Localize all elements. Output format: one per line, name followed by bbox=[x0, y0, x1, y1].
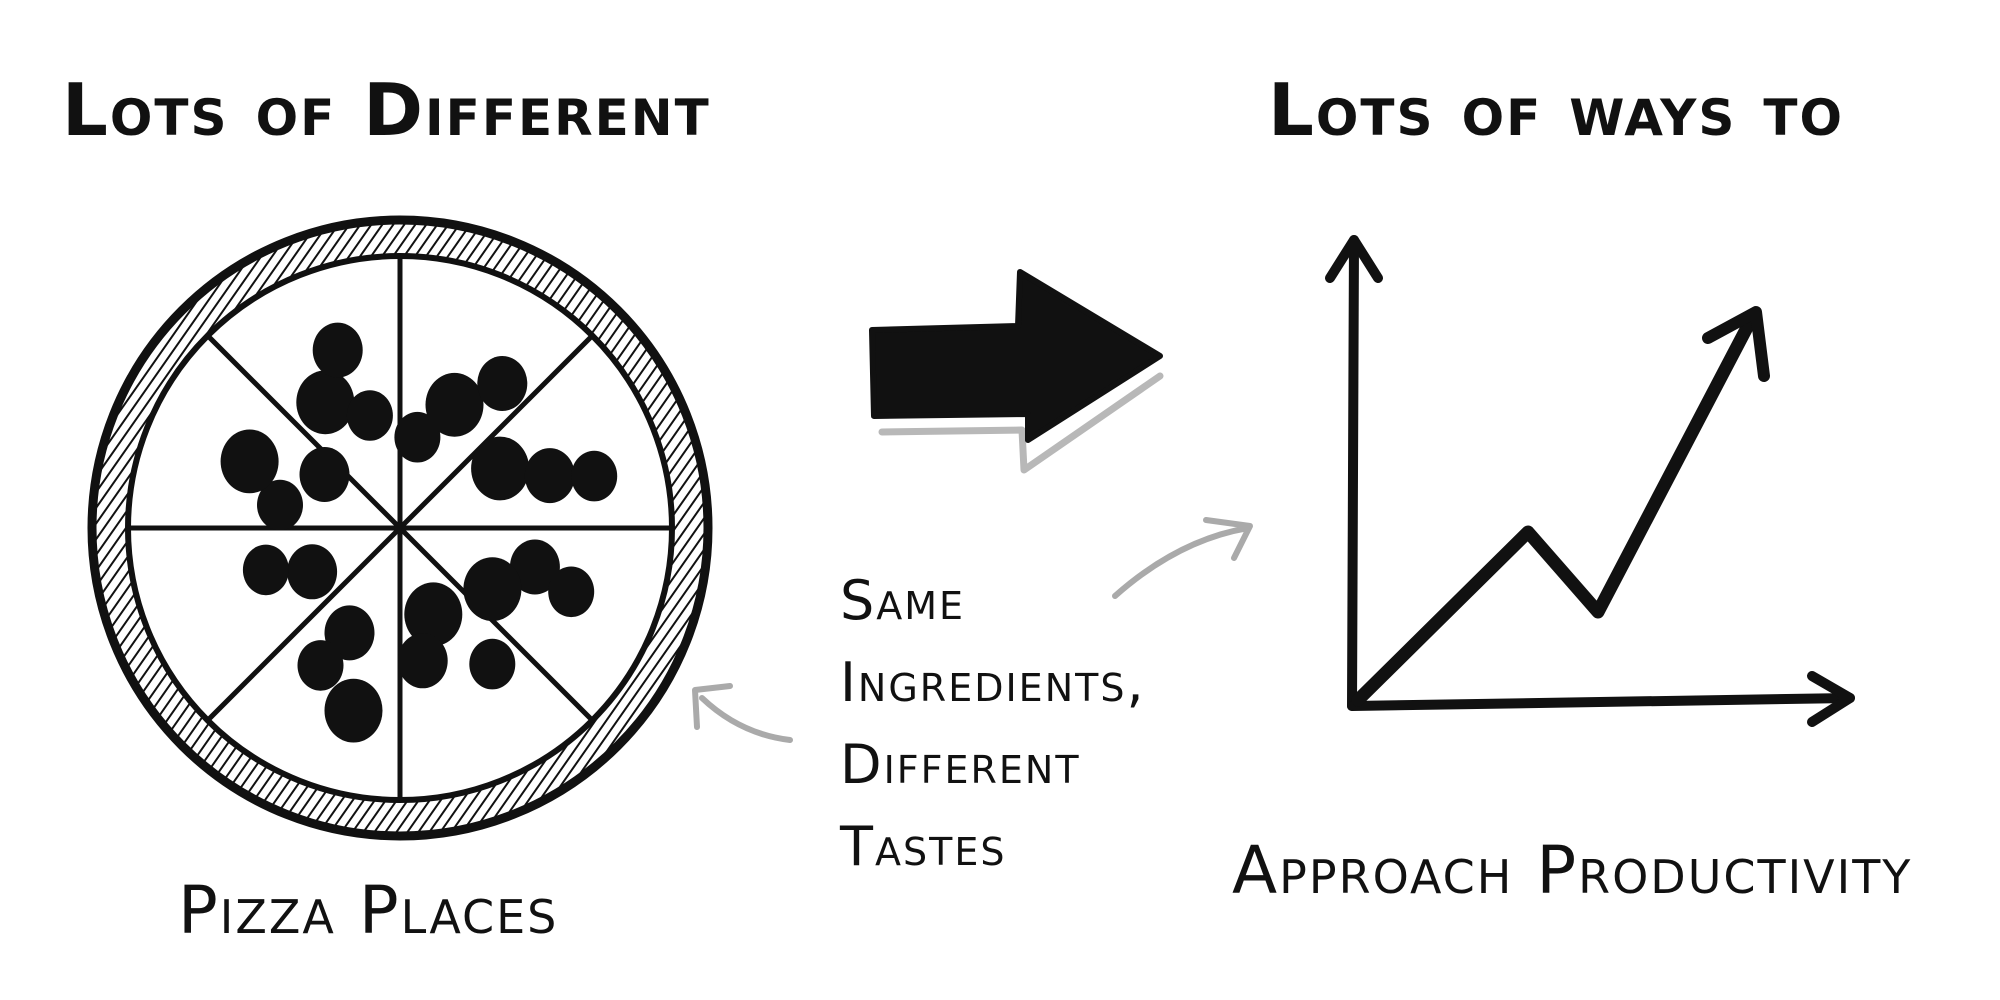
slice-cut-line bbox=[397, 333, 595, 531]
pepperoni-slice bbox=[524, 448, 575, 504]
pepperoni-slice bbox=[471, 436, 530, 501]
pepperoni-slice bbox=[571, 450, 618, 502]
x-axis bbox=[1347, 693, 1855, 711]
pepperoni-slice bbox=[299, 447, 350, 502]
x-axis-arrowhead bbox=[1807, 671, 1855, 727]
trend-line-arrowhead bbox=[1702, 306, 1770, 382]
annotation-line: Tastes bbox=[840, 815, 1007, 878]
pepperoni-slice bbox=[242, 544, 289, 596]
pepperoni-slice bbox=[312, 322, 363, 378]
annotation-line: Ingredients, bbox=[840, 651, 1146, 714]
pepperoni-slice bbox=[257, 479, 303, 531]
pepperoni-slice bbox=[425, 372, 484, 437]
pepperoni-slice bbox=[397, 633, 448, 689]
right-title: Lots of ways to bbox=[1268, 68, 1845, 152]
trend-line bbox=[1351, 311, 1759, 707]
annotation-line: Different bbox=[840, 733, 1081, 796]
pepperoni-slice bbox=[509, 539, 560, 595]
slice-cut-line bbox=[397, 525, 595, 723]
pepperoni-slice bbox=[404, 582, 463, 647]
pepperoni-slice bbox=[394, 411, 441, 463]
left-title: Lots of Different bbox=[62, 68, 711, 152]
pepperoni-slice bbox=[324, 605, 375, 661]
pizza-illustration bbox=[87, 215, 713, 841]
slice-cut-line bbox=[205, 525, 403, 723]
productivity-caption: Approach Productivity bbox=[1232, 832, 1913, 909]
annotation-line: Same bbox=[840, 569, 966, 632]
slice-cut-line bbox=[205, 333, 403, 531]
pepperoni-slice bbox=[469, 638, 516, 690]
productivity-chart bbox=[1325, 235, 1855, 727]
pepperoni-slice bbox=[287, 544, 338, 600]
pepperoni-slice bbox=[548, 566, 595, 618]
pizza-slice-lines bbox=[125, 253, 675, 803]
annotation-note: Same Ingredients, Different Tastes bbox=[840, 560, 1146, 888]
pointer-to-pizza bbox=[692, 683, 793, 743]
arrow-shadow bbox=[878, 372, 1164, 474]
y-axis-arrowhead bbox=[1325, 235, 1383, 283]
pepperoni-slice bbox=[297, 640, 344, 691]
pepperoni-group bbox=[220, 322, 618, 743]
pepperoni-slice bbox=[463, 557, 522, 621]
pepperoni-slice bbox=[346, 390, 393, 441]
pepperoni-slice bbox=[220, 429, 279, 494]
pointer-to-chart bbox=[1112, 517, 1253, 599]
pepperoni-slice bbox=[324, 678, 383, 743]
pizza-caption: Pizza Places bbox=[178, 872, 559, 949]
big-right-arrow bbox=[869, 269, 1164, 474]
pepperoni-slice bbox=[477, 356, 528, 411]
pepperoni-slice bbox=[296, 370, 355, 435]
arrow-body bbox=[869, 269, 1163, 443]
y-axis bbox=[1347, 235, 1359, 711]
